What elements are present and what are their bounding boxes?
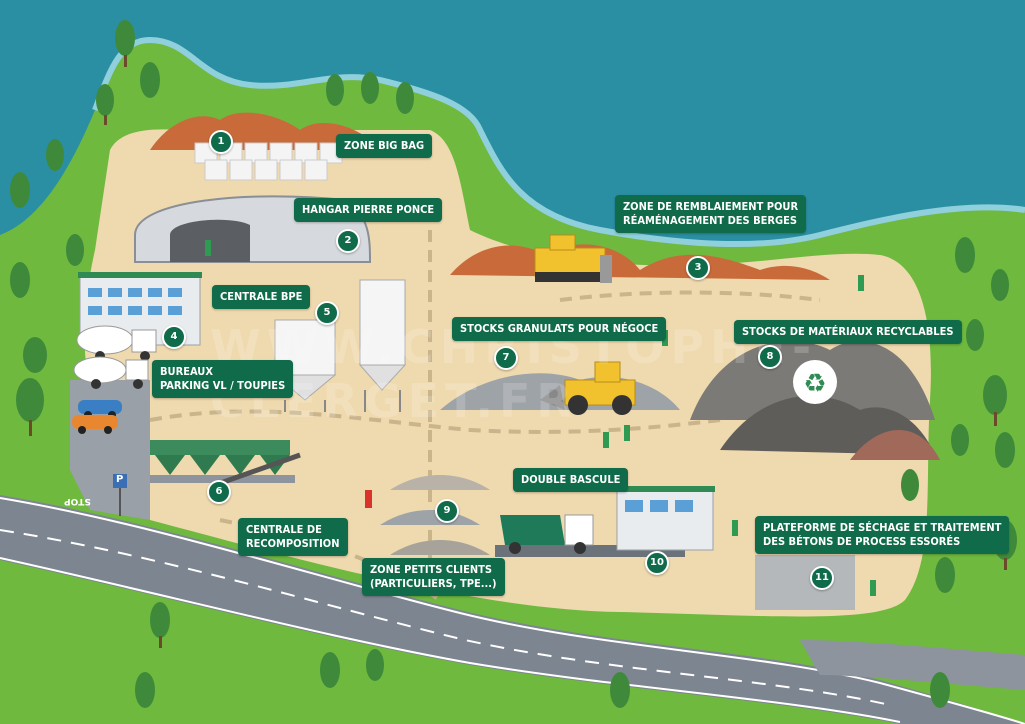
- road-edge-bottom: [0, 557, 901, 723]
- zone-3-line-1: ZONE DE REMBLAIEMENT POUR: [623, 200, 799, 213]
- aggregate-pile: [390, 475, 490, 490]
- zone-11-line-2: DES BÉTONS DE PROCESS ESSORÉS: [763, 535, 961, 548]
- zone-badge-7[interactable]: 7: [494, 346, 518, 370]
- side-road: [800, 640, 1025, 690]
- zone-9-line-1: ZONE PETITS CLIENTS: [370, 563, 493, 576]
- main-road-inner: [0, 560, 900, 724]
- zone-badge-11[interactable]: 11: [810, 566, 834, 590]
- zone-label-10: DOUBLE BASCULE: [513, 468, 629, 492]
- recycle-icon: [793, 360, 837, 404]
- wheel-loader: [540, 361, 636, 415]
- zone-label-8: STOCKS DE MATÉRIAUX RECYCLABLES: [734, 320, 962, 344]
- zone-badge-5[interactable]: 5: [315, 301, 339, 325]
- parking-letter: P: [116, 474, 124, 485]
- zone-8-line-1: STOCKS DE MATÉRIAUX RECYCLABLES: [742, 325, 954, 338]
- zone-3-line-2: RÉAMÉNAGEMENT DES BERGES: [623, 214, 798, 227]
- recycle-icon-glyph: ♻: [803, 369, 826, 399]
- zone-badge-3[interactable]: 3: [686, 256, 710, 280]
- zone-2-line-1: HANGAR PIERRE PONCE: [302, 203, 435, 216]
- zone-badge-6[interactable]: 6: [207, 480, 231, 504]
- earth-mound: [150, 112, 380, 150]
- zone-badge-10[interactable]: 10: [645, 551, 669, 575]
- tipper-truck: [500, 514, 594, 554]
- parking-sign: [113, 474, 127, 488]
- zone-label-5: CENTRALE BPE: [212, 285, 311, 309]
- zone-badge-2[interactable]: 2: [336, 229, 360, 253]
- trees: [10, 20, 1017, 708]
- office-roof: [78, 272, 202, 278]
- zone-11-line-1: PLATEFORME DE SÉCHAGE ET TRAITEMENT: [763, 521, 1002, 534]
- office-windows: [88, 288, 182, 315]
- zone-5-line-1: CENTRALE BPE: [220, 290, 303, 303]
- aggregate-pile: [390, 540, 490, 555]
- worker-red: [365, 490, 372, 508]
- zone-label-3: ZONE DE REMBLAIEMENT POUR RÉAMÉNAGEMENT …: [615, 195, 807, 233]
- recomposition-plant: [150, 440, 301, 488]
- zone-label-11: PLATEFORME DE SÉCHAGE ET TRAITEMENT DES …: [755, 516, 1010, 554]
- tree-trunks: [29, 55, 1007, 648]
- zone-7-line-1: STOCKS GRANULATS POUR NÉGOCE: [460, 322, 659, 335]
- zone-label-1: ZONE BIG BAG: [336, 134, 433, 158]
- mixer-truck: [73, 356, 149, 389]
- zone-1-line-1: ZONE BIG BAG: [344, 139, 425, 152]
- zone-9-line-2: (PARTICULIERS, TPE...): [370, 577, 497, 590]
- zone-badge-4[interactable]: 4: [162, 325, 186, 349]
- drying-platform: [755, 555, 855, 610]
- car-orange: [72, 415, 118, 434]
- stop-marking: STOP: [64, 496, 91, 506]
- zone-badge-8[interactable]: 8: [758, 345, 782, 369]
- zone-4-line-1: BUREAUX: [160, 365, 213, 378]
- zone-label-7: STOCKS GRANULATS POUR NÉGOCE: [452, 317, 667, 341]
- zone-6-line-2: RECOMPOSITION: [246, 537, 340, 550]
- zone-4-line-2: PARKING VL / TOUPIES: [160, 379, 286, 392]
- bulldozer: [534, 234, 612, 283]
- zone-label-2: HANGAR PIERRE PONCE: [294, 198, 443, 222]
- zone-label-9: ZONE PETITS CLIENTS (PARTICULIERS, TPE..…: [362, 558, 505, 596]
- zone-label-4: BUREAUX PARKING VL / TOUPIES: [152, 360, 294, 398]
- internal-road: [149, 230, 821, 602]
- zone-10-line-1: DOUBLE BASCULE: [521, 473, 621, 486]
- shoreline: [92, 36, 1025, 248]
- zone-6-line-1: CENTRALE DE: [246, 523, 322, 536]
- recyclable-pile: [850, 430, 940, 460]
- weighbridge-office: [615, 486, 715, 551]
- zone-label-6: CENTRALE DE RECOMPOSITION: [238, 518, 348, 556]
- zone-badge-1[interactable]: 1: [209, 130, 233, 154]
- road-center-line: [0, 529, 891, 706]
- zone-badge-9[interactable]: 9: [435, 499, 459, 523]
